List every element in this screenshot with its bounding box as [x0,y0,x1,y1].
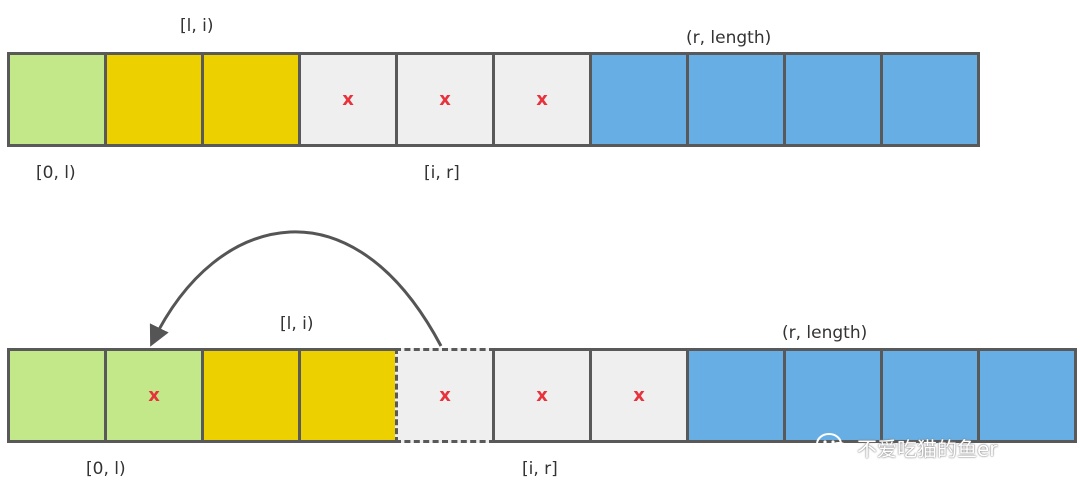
swap-arrow-path [149,230,443,347]
row1-cell-2 [201,52,301,147]
row1-cell-0 [7,52,107,147]
row2-cell-1: x [104,348,204,443]
row2-label-0-l: [0, l) [86,459,126,479]
row2-cell-0 [7,348,107,443]
cross-mark: x [342,89,354,110]
row1-cell-1 [104,52,204,147]
row2-label-i-r: [i, r] [522,459,558,479]
row1-label-0-l: [0, l) [36,163,76,183]
row1-cell-9 [880,52,980,147]
wechat-icon [816,433,850,460]
row2-label-l-i: [l, i) [280,314,314,334]
row2-cell-3 [298,348,398,443]
cross-mark: x [439,89,451,110]
watermark: 不爱吃猫的鱼er [815,430,998,464]
row2-label-r-length: (r, length) [782,323,868,343]
cross-mark: x [536,385,548,406]
row1-label-l-i: [l, i) [180,16,214,36]
cross-mark: x [633,385,645,406]
row2-cell-10 [977,348,1077,443]
row1-label-r-length: (r, length) [686,28,772,48]
cross-mark: x [148,385,160,406]
cross-mark: x [536,89,548,110]
row2-cell-7 [686,348,786,443]
row1-cell-5: x [492,52,592,147]
cross-mark: x [439,385,451,406]
row2-cell-2 [201,348,301,443]
row1-label-i-r: [i, r] [424,163,460,183]
row2-cell-6: x [589,348,689,443]
watermark-text: 不爱吃猫的鱼er [857,436,998,461]
